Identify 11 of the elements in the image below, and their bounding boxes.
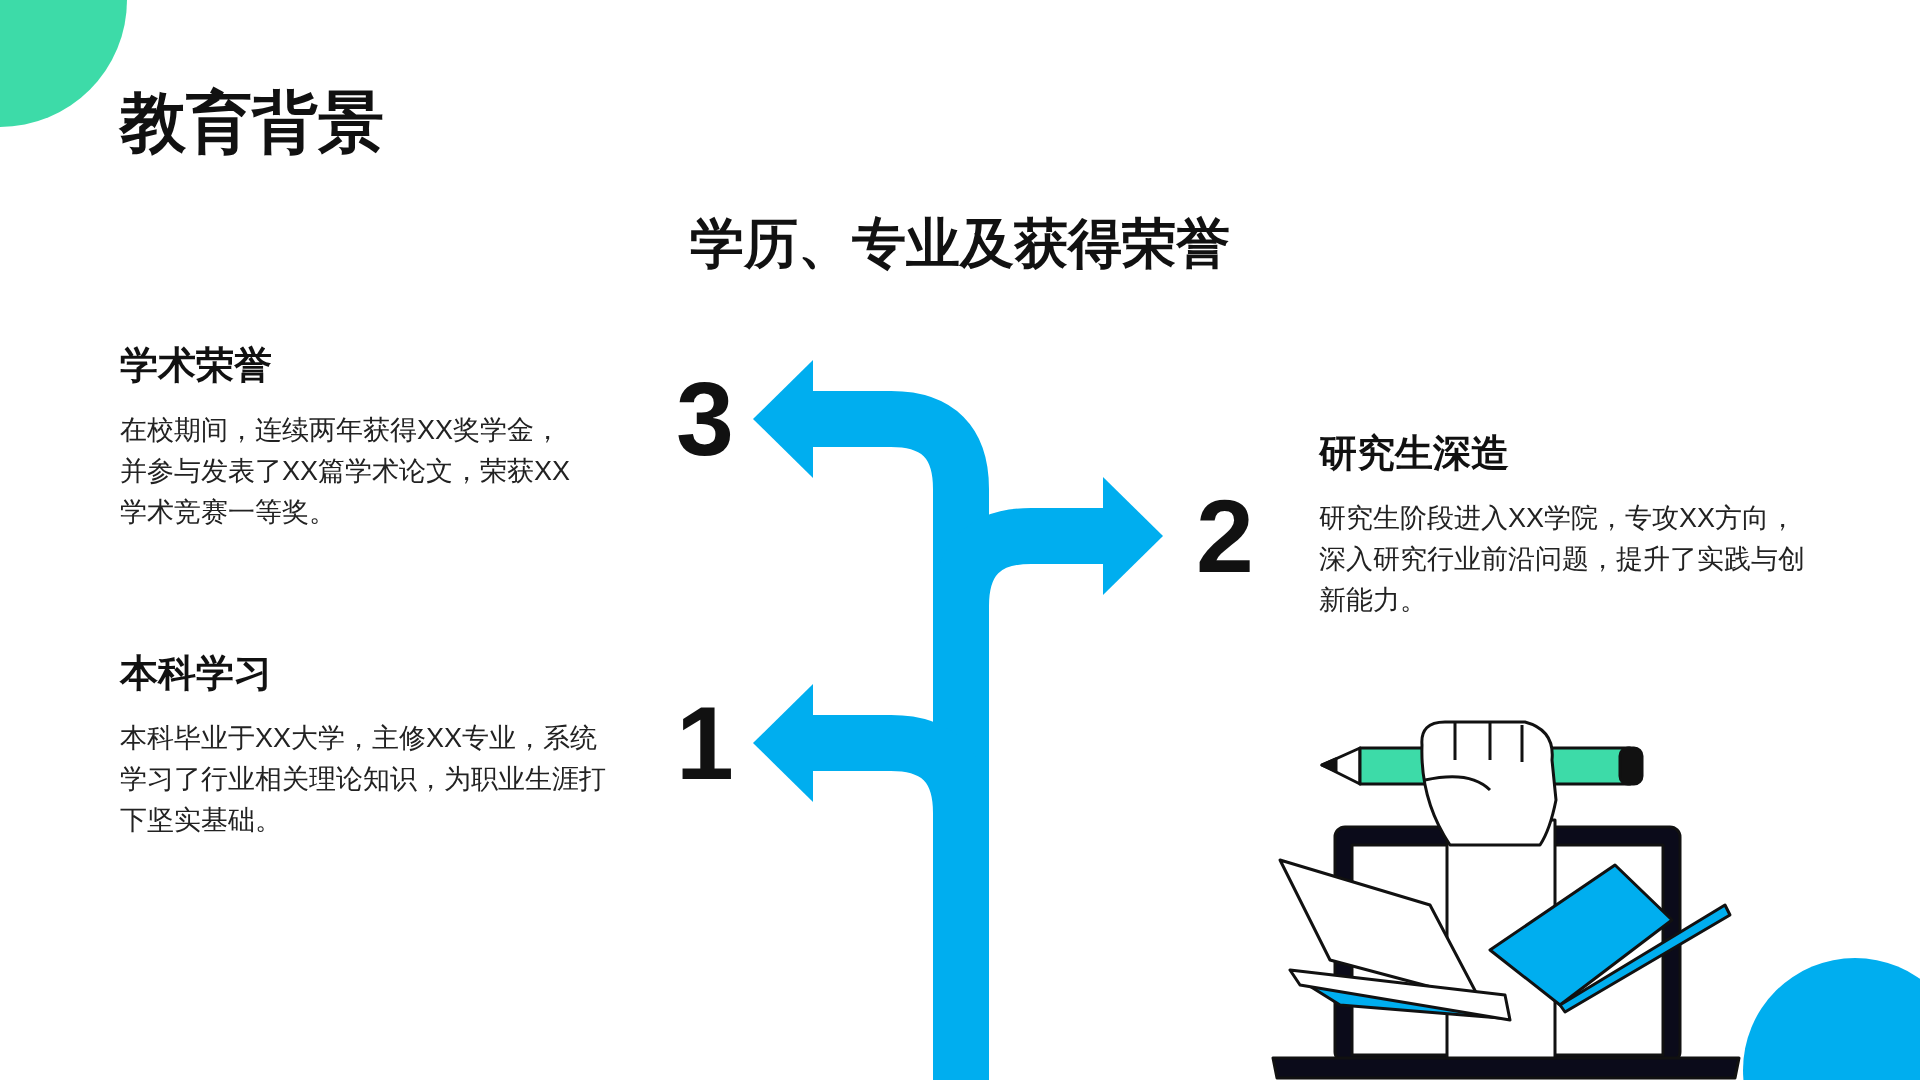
step-number: 2 (1165, 476, 1285, 596)
section-heading: 学术荣誉 (120, 343, 272, 388)
step-number: 1 (655, 683, 755, 803)
section-text: 在校期间，连续两年获得XX奖学金，并参与发表了XX篇学术论文，荣获XX学术竞赛一等奖。 (120, 414, 572, 529)
page-title: 教育背景 (120, 84, 384, 161)
subtitle: 学历、专业及获得荣誉 (689, 212, 1231, 275)
section-heading: 研究生深造 (1319, 431, 1509, 476)
step-number: 3 (655, 359, 755, 479)
section-text: 研究生阶段进入XX学院，专攻XX方向，深入研究行业前沿问题，提升了实践与创新能力。 (1319, 502, 1806, 617)
section-text: 本科毕业于XX大学，主修XX专业，系统学习了行业相关理论知识，为职业生涯打下坚实基础。 (120, 722, 607, 837)
section-heading: 本科学习 (120, 651, 272, 696)
